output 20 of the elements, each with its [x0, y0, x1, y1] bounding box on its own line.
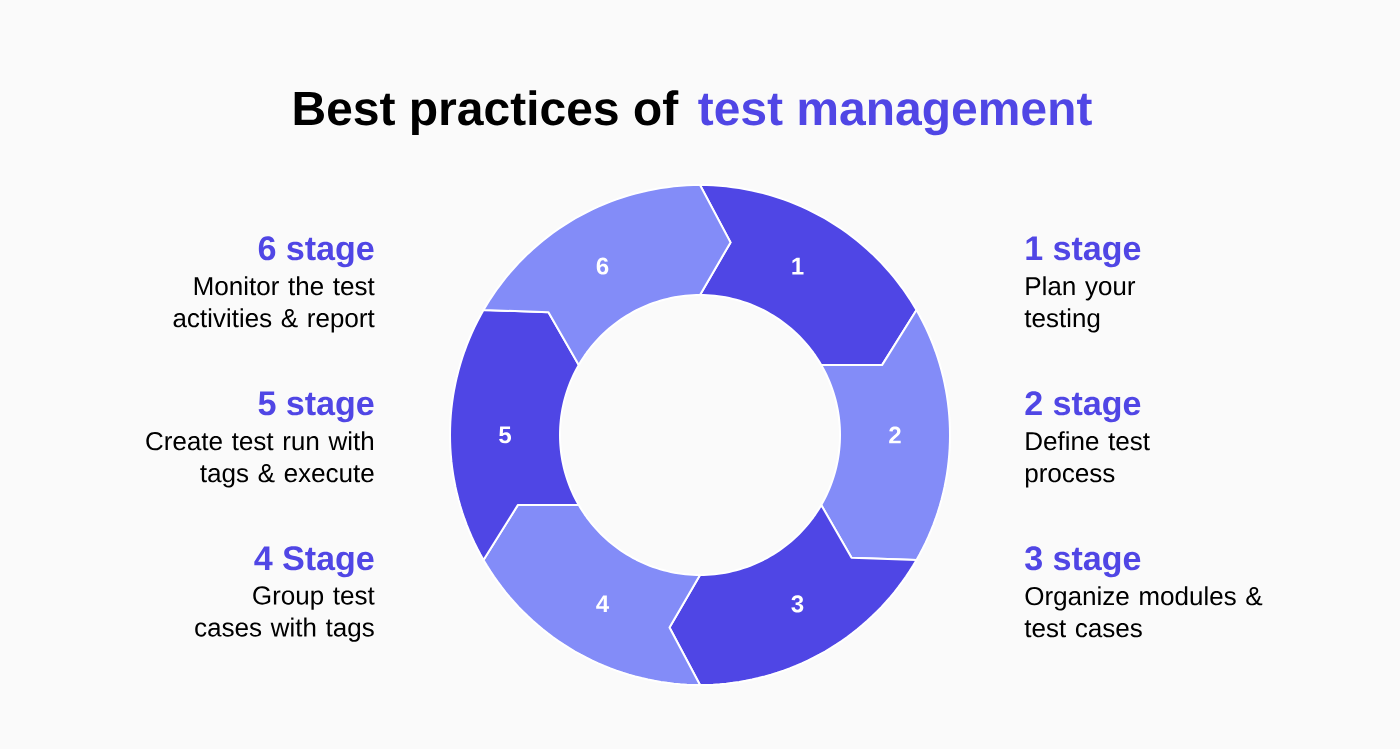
- stage-description: Monitor the test activities & report: [173, 276, 375, 333]
- ring-segment: 1: [699, 184, 918, 367]
- ring-segment: 6: [482, 184, 732, 366]
- stage-heading: 4 Stage: [254, 546, 374, 578]
- stage-heading: 6 stage: [258, 236, 374, 268]
- ring-segment: 2: [820, 309, 951, 561]
- stage-description: Group test cases with tags: [195, 586, 375, 642]
- stage-description: Create test run with tags & execute: [146, 431, 374, 488]
- ring-segment: 4: [482, 503, 701, 686]
- stage-description: Organize modules & test cases: [1024, 586, 1263, 638]
- stage-heading: 3 stage: [1025, 546, 1141, 578]
- stage-description: Define test process: [1025, 431, 1150, 488]
- ring-segment: 3: [668, 504, 918, 686]
- stage-heading: 1 stage: [1026, 236, 1141, 268]
- stage-description: Plan your testing: [1024, 276, 1136, 333]
- ring-segment: 5: [449, 309, 580, 561]
- title: Best practices of: [294, 90, 679, 135]
- title-highlight: test management: [698, 93, 1092, 136]
- stage-heading: 2 stage: [1025, 391, 1141, 423]
- stage-heading: 5 stage: [258, 391, 374, 423]
